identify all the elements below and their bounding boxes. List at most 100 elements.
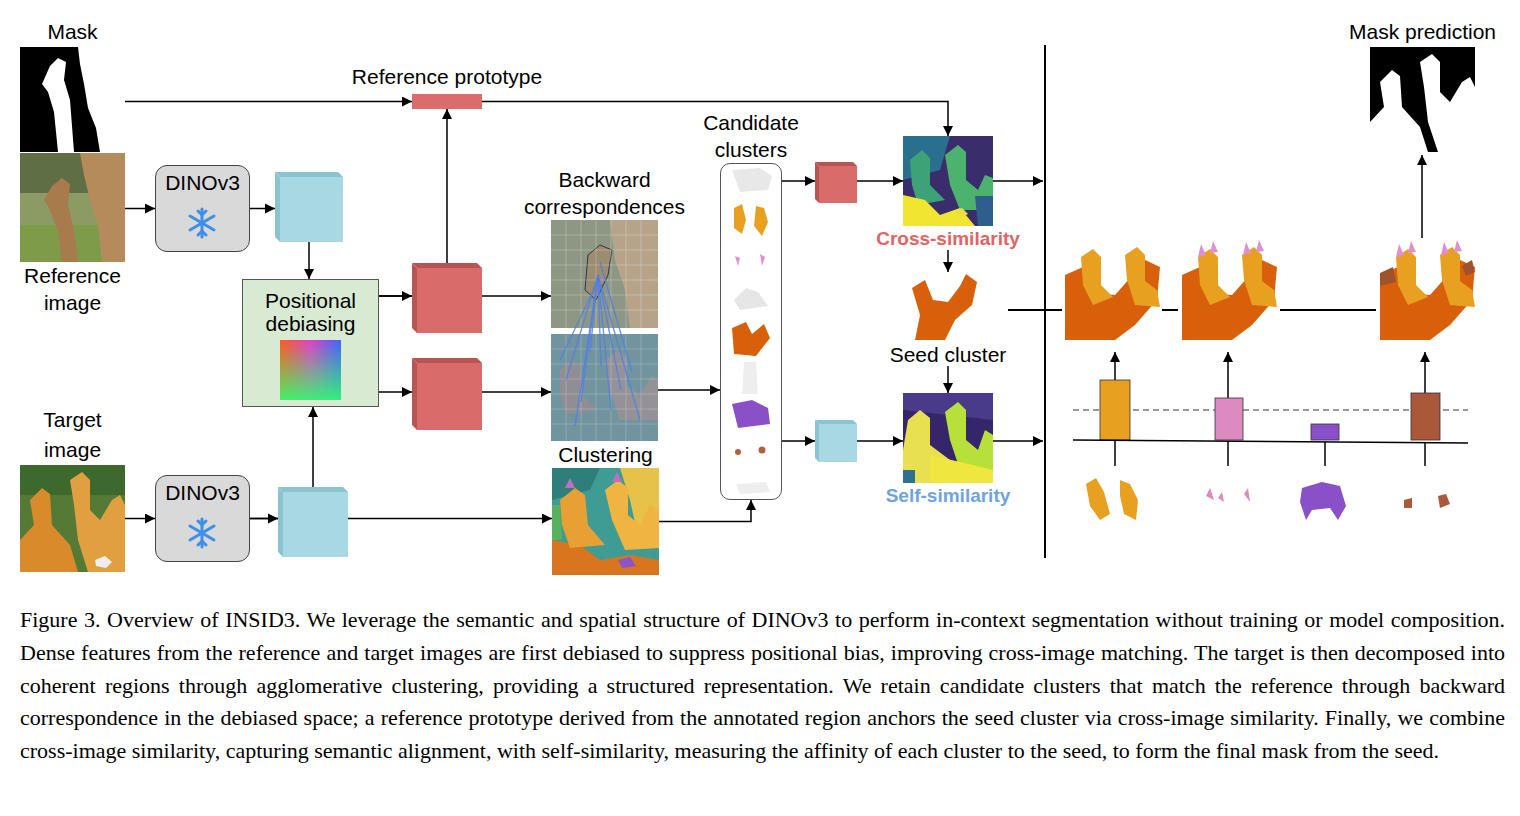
arrow-head <box>402 291 412 301</box>
clustering-map <box>605 480 659 550</box>
connector-arrow <box>250 518 552 520</box>
process-box: Positional debiasing <box>242 279 379 407</box>
merge-line <box>1280 309 1376 311</box>
correspondence-photo <box>560 285 596 360</box>
node-label: Mask prediction <box>1323 18 1520 45</box>
target-photo <box>70 472 125 572</box>
candidate-shapes <box>734 288 768 310</box>
score-bars <box>1411 393 1440 440</box>
connector-arrow <box>125 518 155 520</box>
candidate-shapes <box>732 322 770 356</box>
cluster-feature-cube <box>815 162 857 203</box>
node-label: Cross-similarity <box>848 228 1048 250</box>
mask-image <box>78 47 125 152</box>
image-panel: Backward correspondences <box>551 220 658 441</box>
cross-similarity-map <box>955 208 968 218</box>
result-arrows <box>1424 352 1426 393</box>
correspondence-photo <box>560 262 640 426</box>
mask-prediction-image <box>1370 70 1428 152</box>
clustering-map <box>618 557 636 568</box>
frozen-snowflake <box>190 216 214 230</box>
cluster-shape-small <box>1438 494 1450 508</box>
cluster-feature-cube <box>815 420 819 462</box>
debiased-cube <box>417 363 482 430</box>
merged-mask <box>1256 240 1264 252</box>
node-label: Self-similarity <box>848 485 1048 507</box>
correspondence-photo <box>551 235 658 236</box>
cross-similarity-map <box>903 136 993 226</box>
clustering-map <box>612 472 622 482</box>
cross-similarity-map <box>975 196 993 226</box>
connector-arrow <box>125 208 155 210</box>
node-label: Reference image <box>18 262 128 316</box>
cross-similarity-map <box>903 195 975 226</box>
debiased-cube <box>412 358 482 363</box>
reference-photo <box>44 178 78 262</box>
score-bars <box>1324 442 1326 466</box>
image-panel: Mask prediction <box>1370 47 1475 152</box>
correspondence-photo <box>551 334 658 441</box>
debiased-cube <box>412 263 482 333</box>
merged-mask <box>1065 240 1475 340</box>
correspondence-photo <box>590 275 598 352</box>
score-bars <box>1073 409 1468 411</box>
candidate-shapes <box>735 256 740 266</box>
correspondence-photo <box>610 220 658 328</box>
clustering-map <box>565 478 575 488</box>
merged-mask <box>1182 247 1277 340</box>
arrow-head <box>265 176 815 524</box>
correspondence-photo <box>551 364 658 365</box>
image-panel: Mask <box>20 47 125 152</box>
candidate-shapes <box>760 254 765 266</box>
frozen-snowflake <box>201 209 204 237</box>
frozen-snowflake <box>201 519 204 547</box>
merged-mask <box>1065 247 1160 340</box>
node-label: DINOv3 <box>156 481 249 504</box>
arrow-head <box>268 514 278 524</box>
candidate-shapes <box>759 447 766 454</box>
mask-image <box>20 47 125 152</box>
clustering-map <box>560 488 605 548</box>
cluster-shape-small <box>1218 492 1224 502</box>
merged-mask <box>1454 240 1462 252</box>
positional-colormap <box>280 340 341 400</box>
cluster-shape-small <box>1300 482 1346 520</box>
image-panel: Reference image <box>20 153 125 262</box>
merged-mask <box>1408 241 1416 253</box>
separator-line <box>1045 45 1046 558</box>
score-bars <box>1215 398 1243 440</box>
node-label: Candidate clusters <box>681 109 821 163</box>
frozen-snowflake <box>198 211 206 215</box>
cluster-feature-cube <box>819 424 857 462</box>
cluster-feature-cube <box>815 420 857 462</box>
arrow-head <box>805 436 815 446</box>
correspondence-photo <box>598 275 640 420</box>
result-arrows <box>993 440 1043 442</box>
correspondence-photo <box>551 394 658 395</box>
target-photo <box>20 488 78 572</box>
encoder-box: DINOv3 <box>155 165 250 252</box>
connector-arrow <box>379 391 551 393</box>
reference-photo <box>20 153 125 262</box>
connector-arrow <box>782 440 903 442</box>
positional-colormap <box>280 340 341 400</box>
feature-cube <box>275 172 343 177</box>
reference-photo <box>20 153 125 262</box>
frozen-snowflake <box>198 541 206 545</box>
connector-arrow <box>250 209 309 280</box>
candidate-shapes <box>732 168 772 192</box>
merged-mask <box>1396 244 1404 257</box>
separator-line <box>1044 45 1046 558</box>
debiased-cube <box>417 268 482 333</box>
frozen-snowflake <box>190 209 214 547</box>
encoder-box: DINOv3 <box>155 475 250 562</box>
node-label: DINOv3 <box>156 171 249 194</box>
similarity-map: Self-similarity <box>903 393 993 507</box>
merge-line <box>1008 309 1062 311</box>
debiased-cube <box>412 263 482 268</box>
target-photo <box>20 465 125 572</box>
correspondence-photo <box>626 220 627 328</box>
figure-caption: Figure 3. Overview of INSID3. We leverag… <box>20 604 1505 768</box>
correspondence-photo <box>641 334 642 441</box>
self-similarity-map <box>903 470 915 483</box>
